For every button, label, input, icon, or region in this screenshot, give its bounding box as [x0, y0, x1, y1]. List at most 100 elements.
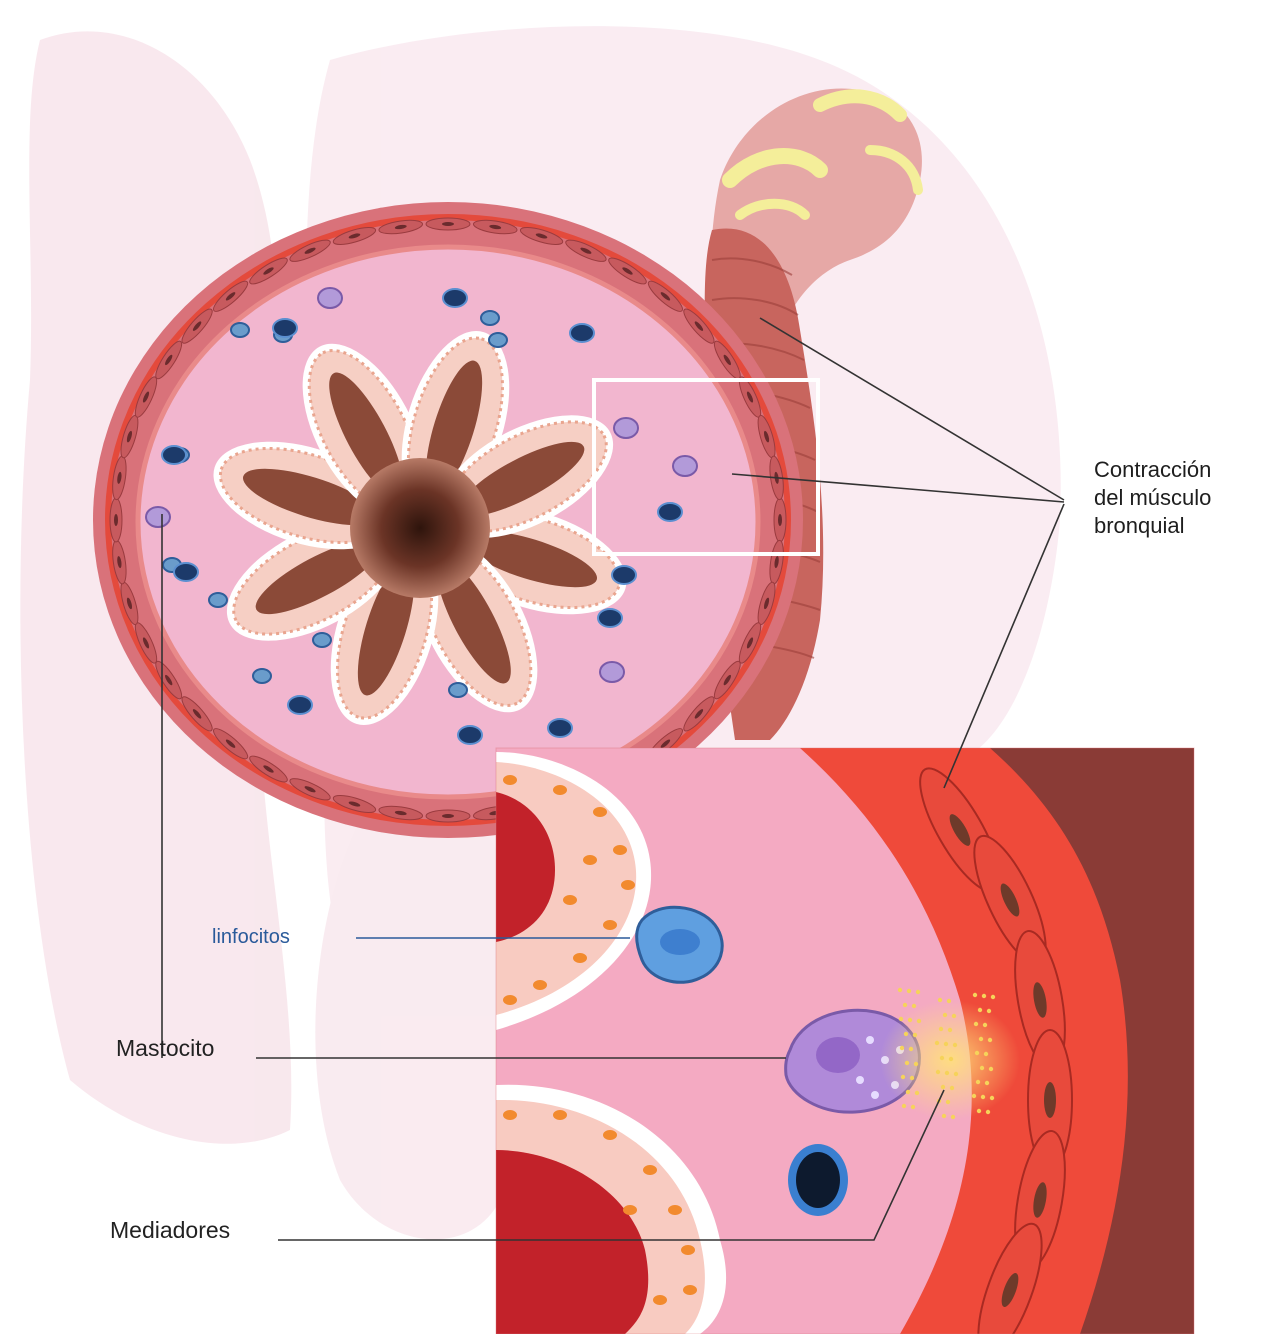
- mediator-dot: [941, 1085, 945, 1089]
- mediator-dot: [907, 989, 911, 993]
- label-muscle-contraction: Contracción del músculo bronquial: [1094, 456, 1211, 540]
- mediator-dot: [917, 1019, 921, 1023]
- lymphocyte-small: [313, 633, 331, 647]
- nucleus: [563, 895, 577, 905]
- mediator-dot: [986, 1110, 990, 1114]
- nucleus: [643, 1165, 657, 1175]
- nucleus: [583, 855, 597, 865]
- lymphocyte-small: [481, 311, 499, 325]
- small-vessel: [658, 503, 682, 521]
- mediator-dot: [901, 1075, 905, 1079]
- small-vessel: [174, 563, 198, 581]
- mediator-dot: [991, 995, 995, 999]
- mediator-dot: [975, 1051, 979, 1055]
- mediator-dot: [913, 1033, 917, 1037]
- mast-cell-small: [600, 662, 624, 682]
- mediator-dot: [938, 998, 942, 1002]
- nucleus: [593, 807, 607, 817]
- nucleus: [681, 1245, 695, 1255]
- muscle-cell-nucleus: [114, 514, 118, 526]
- muscle-cell-nucleus: [778, 514, 782, 526]
- mediator-dot: [973, 993, 977, 997]
- nucleus: [603, 920, 617, 930]
- nucleus: [653, 1295, 667, 1305]
- mediator-dot: [972, 1094, 976, 1098]
- lymphocyte-small: [449, 683, 467, 697]
- granule: [871, 1091, 879, 1099]
- nucleus: [553, 785, 567, 795]
- nucleus: [668, 1205, 682, 1215]
- granule: [856, 1076, 864, 1084]
- small-vessel: [612, 566, 636, 584]
- small-vessel: [288, 696, 312, 714]
- mediator-dot: [900, 1046, 904, 1050]
- mediator-dot: [912, 1004, 916, 1008]
- mediator-dot: [940, 1056, 944, 1060]
- blood-vessel: [788, 1144, 848, 1216]
- mediator-dot: [985, 1081, 989, 1085]
- small-vessel: [598, 609, 622, 627]
- mediator-dot: [942, 1114, 946, 1118]
- mediator-dot: [936, 1070, 940, 1074]
- mediator-dot: [950, 1086, 954, 1090]
- magnified-inset: [496, 748, 1194, 1334]
- mediator-dot: [978, 1008, 982, 1012]
- mediator-dot: [953, 1043, 957, 1047]
- mediator-dot: [981, 1095, 985, 1099]
- lymphocyte-small: [231, 323, 249, 337]
- mediator-dot: [980, 1066, 984, 1070]
- mediator-dot: [948, 1028, 952, 1032]
- label-lymphocytes: linfocitos: [212, 924, 290, 951]
- nucleus: [553, 1110, 567, 1120]
- mediator-dot: [974, 1022, 978, 1026]
- mediator-dot: [908, 1018, 912, 1022]
- mediator-dot: [947, 999, 951, 1003]
- mediator-dot: [977, 1109, 981, 1113]
- lower-lung-lobe: [315, 804, 500, 1240]
- mediator-dot: [915, 1091, 919, 1095]
- small-vessel: [162, 446, 186, 464]
- mediator-dot: [911, 1105, 915, 1109]
- airway-lumen: [350, 458, 490, 598]
- mediator-dot: [902, 1104, 906, 1108]
- small-vessel: [548, 719, 572, 737]
- lymphocyte-small: [489, 333, 507, 347]
- nucleus: [623, 1205, 637, 1215]
- mediator-dot: [945, 1071, 949, 1075]
- mediator-dot: [982, 994, 986, 998]
- mediator-dot: [983, 1023, 987, 1027]
- mediator-dot: [905, 1061, 909, 1065]
- nucleus: [621, 880, 635, 890]
- lymphocyte-small: [209, 593, 227, 607]
- mediator-dot: [904, 1032, 908, 1036]
- mediator-dot: [984, 1052, 988, 1056]
- small-vessel: [273, 319, 297, 337]
- mast-cell-small: [146, 507, 170, 527]
- granule: [866, 1036, 874, 1044]
- mediator-dot: [949, 1057, 953, 1061]
- nucleus: [683, 1285, 697, 1295]
- mediator-dot: [976, 1080, 980, 1084]
- nucleus: [573, 953, 587, 963]
- mediator-dot: [944, 1042, 948, 1046]
- small-vessel: [443, 289, 467, 307]
- mast-cell-small: [318, 288, 342, 308]
- mediator-dot: [988, 1038, 992, 1042]
- mediator-dot: [954, 1072, 958, 1076]
- mediator-dot: [899, 1017, 903, 1021]
- label-mediators: Mediadores: [110, 1217, 230, 1244]
- mediator-dot: [990, 1096, 994, 1100]
- mediator-dot: [951, 1115, 955, 1119]
- mediator-dot: [903, 1003, 907, 1007]
- mediator-dot: [898, 988, 902, 992]
- lymphocyte-small: [253, 669, 271, 683]
- nucleus: [613, 845, 627, 855]
- mediator-dot: [914, 1062, 918, 1066]
- mediator-dot: [939, 1027, 943, 1031]
- mediator-dot: [943, 1013, 947, 1017]
- mediator-dot: [935, 1041, 939, 1045]
- mediator-dot: [989, 1067, 993, 1071]
- mediator-dot: [979, 1037, 983, 1041]
- mediator-dot: [952, 1014, 956, 1018]
- nucleus: [603, 1130, 617, 1140]
